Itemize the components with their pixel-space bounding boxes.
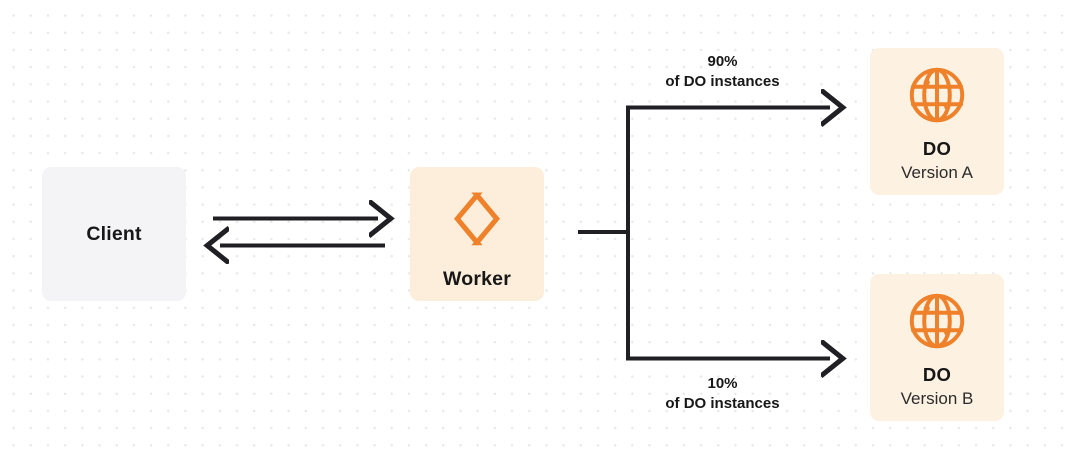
edge-worker-to-do-b bbox=[626, 230, 830, 359]
durable-object-globe-icon bbox=[906, 64, 968, 126]
worker-label: Worker bbox=[442, 268, 512, 290]
node-client[interactable]: Client bbox=[42, 167, 186, 301]
edge-label-do-a-percent: 90% bbox=[707, 53, 738, 70]
do-b-subtitle: Version B bbox=[900, 389, 974, 408]
edge-label-do-a-caption: of DO instances bbox=[665, 73, 780, 91]
edge-label-do-b-caption: of DO instances bbox=[665, 395, 780, 413]
edge-label-do-b: 10% of DO instances bbox=[615, 374, 830, 415]
node-do-version-a[interactable]: DO Version A bbox=[870, 48, 1004, 195]
node-worker[interactable]: Worker bbox=[410, 167, 544, 301]
node-do-version-b[interactable]: DO Version B bbox=[870, 274, 1004, 421]
cloudflare-workers-icon bbox=[442, 184, 512, 254]
durable-object-globe-icon bbox=[906, 290, 968, 352]
do-a-subtitle: Version A bbox=[901, 163, 973, 182]
edge-label-do-a: 90% of DO instances bbox=[615, 52, 830, 93]
do-b-title: DO bbox=[922, 364, 952, 385]
do-a-title: DO bbox=[922, 138, 952, 159]
client-label: Client bbox=[86, 222, 142, 245]
edge-worker-to-do-a bbox=[626, 108, 830, 234]
edge-label-do-b-percent: 10% bbox=[707, 375, 738, 392]
